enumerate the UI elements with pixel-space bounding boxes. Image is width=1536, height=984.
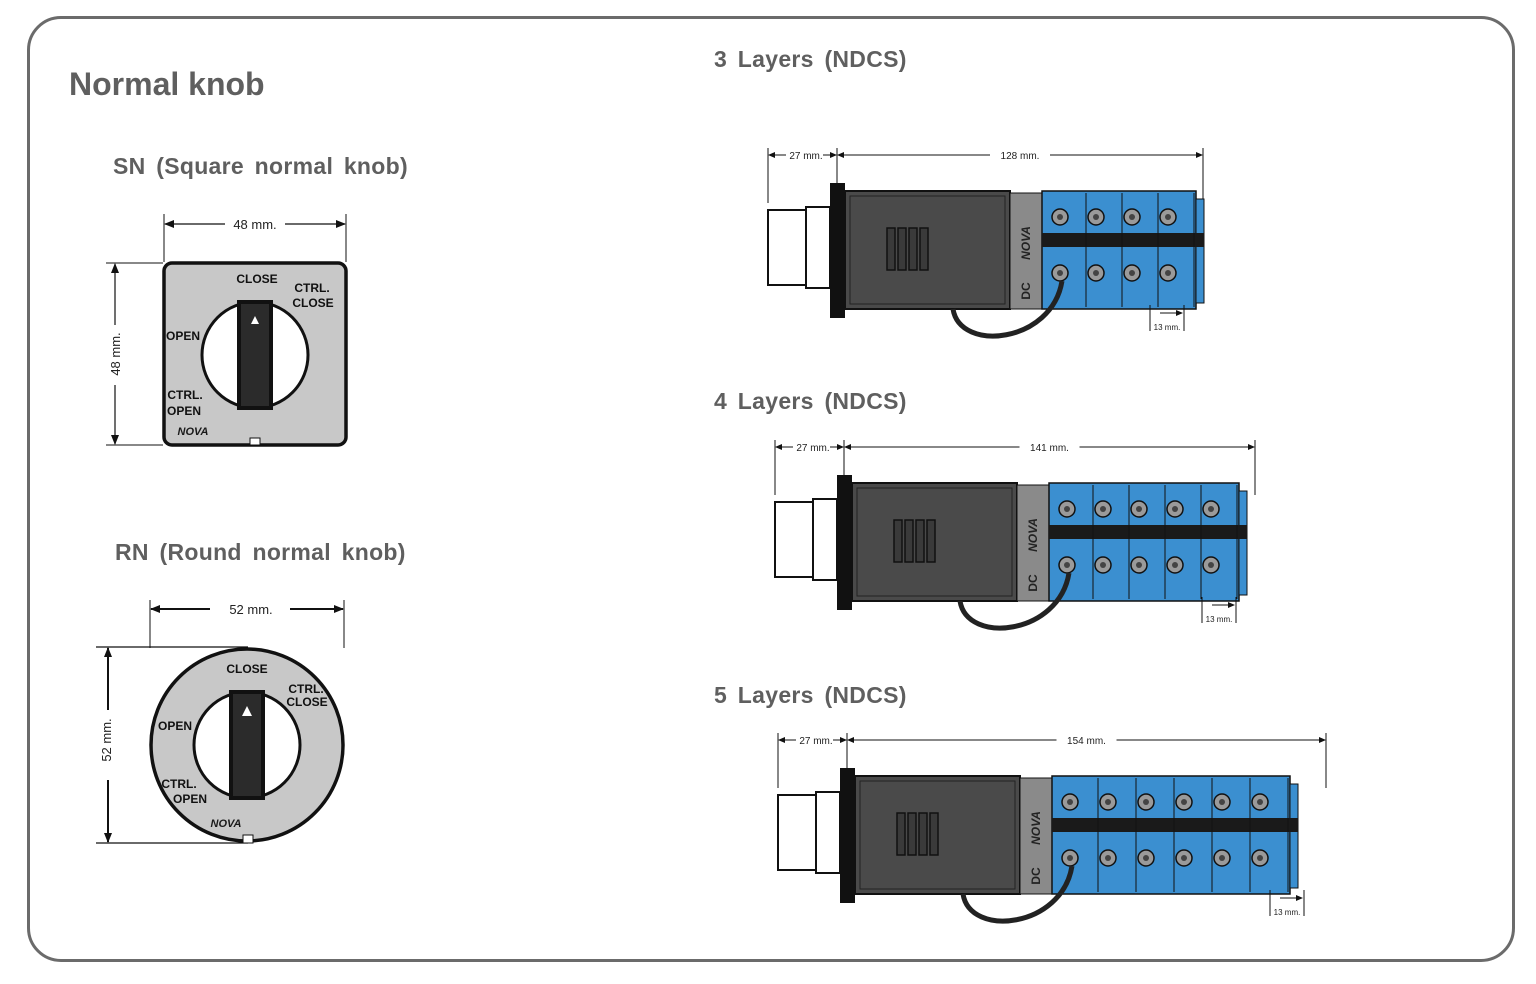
rn-ctrl-open-label-1: CTRL. — [161, 777, 196, 791]
layers5-title: 5 Layers (NDCS) — [714, 682, 907, 708]
sn-close-label: CLOSE — [236, 272, 277, 286]
layers3-label-strip — [1009, 192, 1043, 310]
sn-title: SN (Square normal knob) — [113, 153, 408, 179]
sn-knob-drawing: 48 mm. 48 mm. CLOSE CTRL. CLOSE OPEN CTR… — [106, 214, 348, 447]
sn-width-label: 48 mm. — [233, 217, 276, 232]
layers3-flange — [830, 183, 845, 318]
layers5-body-dim-label: 154 mm. — [1067, 736, 1106, 747]
layers3-terminal-block — [1041, 190, 1197, 310]
layers4-knob-front — [774, 501, 814, 578]
layers5-terminal-block — [1051, 775, 1291, 895]
layers3-dc-label: DC — [1019, 282, 1033, 300]
layers3-front-dim-label: 27 mm. — [789, 151, 822, 162]
layers4-brand-logo: NOVA — [1026, 518, 1040, 552]
layers4-pitch-dim-label: 13 mm. — [1206, 615, 1233, 624]
sn-ctrl-open-label-2: OPEN — [167, 404, 201, 418]
layers4-front-dim-label: 27 mm. — [796, 443, 829, 454]
layers3-brand-logo: NOVA — [1019, 226, 1033, 260]
rn-height-label: 52 mm. — [99, 718, 114, 761]
layers5-pitch-dim-label: 13 mm. — [1274, 908, 1301, 917]
layers3-knob-front — [767, 209, 807, 286]
rn-pointer-icon — [242, 706, 252, 716]
sn-ctrl-close-label-1: CTRL. — [294, 281, 329, 295]
sn-pointer-icon — [251, 316, 259, 324]
layers5-dc-label: DC — [1029, 867, 1043, 885]
layers5-flange — [840, 768, 855, 903]
rn-close-label: CLOSE — [226, 662, 267, 676]
layers4-title: 4 Layers (NDCS) — [714, 388, 907, 414]
layers3-body-dim-label: 128 mm. — [1001, 151, 1040, 162]
rn-ctrl-open-label-2: OPEN — [173, 792, 207, 806]
layers3-cable — [950, 280, 1065, 339]
layers5-front-dim-label: 27 mm. — [799, 736, 832, 747]
layers3-pitch-dim-label: 13 mm. — [1154, 323, 1181, 332]
rn-width-label: 52 mm. — [229, 602, 272, 617]
layers5-knob-front — [777, 794, 817, 871]
layers5-switch-drawing: 27 mm. 154 mm. NOVA DC 13 mm. — [777, 733, 1327, 924]
sn-ctrl-close-label-2: CLOSE — [292, 296, 333, 310]
sn-open-label: OPEN — [166, 329, 200, 343]
sn-ctrl-open-label-1: CTRL. — [167, 388, 202, 402]
rn-ctrl-close-label-1: CTRL. — [288, 682, 323, 696]
rn-brand-logo: NOVA — [211, 818, 242, 830]
rn-title: RN (Round normal knob) — [115, 539, 406, 565]
sn-height-label: 48 mm. — [108, 332, 123, 375]
layers4-body-dim-label: 141 mm. — [1030, 443, 1069, 454]
page-title: Normal knob — [69, 66, 265, 102]
rn-knob-drawing: 52 mm. 52 mm. CLOSE CTRL. CLOSE OPEN CTR… — [96, 600, 345, 844]
layers4-label-strip — [1016, 484, 1050, 602]
sn-brand-logo: NOVA — [178, 426, 209, 438]
layers4-switch-drawing: 27 mm. 141 mm. NOVA DC 13 mm. — [774, 440, 1256, 631]
layers5-brand-logo: NOVA — [1029, 811, 1043, 845]
layers3-title: 3 Layers (NDCS) — [714, 46, 907, 72]
layers5-cable — [960, 865, 1075, 924]
layers4-cable — [957, 572, 1072, 631]
layers4-dc-label: DC — [1026, 574, 1040, 592]
rn-ctrl-close-label-2: CLOSE — [286, 695, 327, 709]
layers3-switch-drawing: 27 mm. 128 mm. NOVA DC 13 mm. — [767, 148, 1205, 339]
layers4-flange — [837, 475, 852, 610]
rn-open-label: OPEN — [158, 719, 192, 733]
